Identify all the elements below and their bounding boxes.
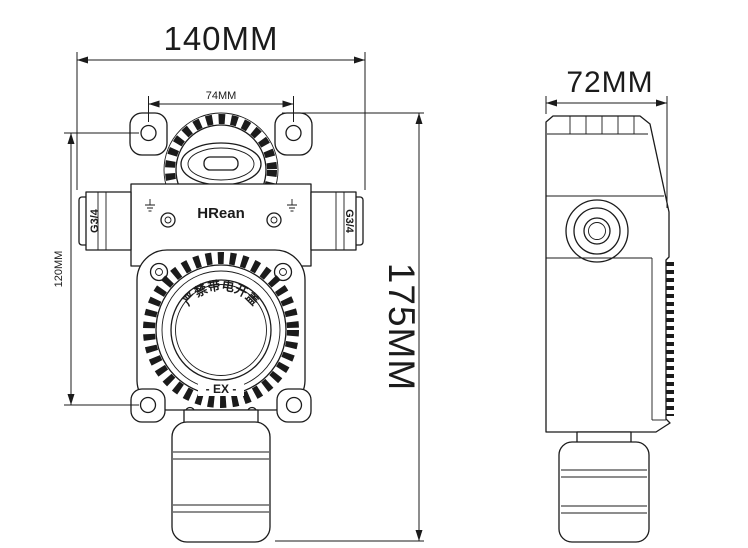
boss-ring-2 [573, 207, 621, 255]
dim-hole-spacing-vertical: 120MM [53, 132, 139, 406]
dim-overall-height-label: 175MM [381, 263, 422, 391]
window-lens [170, 279, 272, 381]
ex-tab [198, 381, 244, 396]
conduit-right-gland [310, 191, 357, 251]
thread-label-right: G3/4 [343, 209, 355, 234]
ground-symbol-right [287, 199, 297, 212]
boss-ring-3 [583, 217, 611, 245]
bolt-outer [149, 262, 169, 282]
boss-ring-4 [588, 222, 606, 240]
mount-hole-top-left [140, 124, 157, 142]
screw-inner [164, 216, 172, 224]
ground-symbol-left [145, 199, 155, 212]
dim-depth-label: 72MM [566, 66, 653, 99]
bolt-inner [155, 268, 163, 276]
ex-label: - EX - [206, 382, 237, 396]
corner-bolt-top-right [273, 262, 293, 282]
brand-label: HRean [197, 205, 245, 222]
dim-hole-spacing-h-label: 74MM [206, 90, 237, 102]
dim-depth: 72MM [545, 66, 668, 208]
mount-hole-bottom-right [285, 396, 303, 414]
sensor-stem-front [171, 409, 271, 543]
dimensions: 140MM 74MM 120MM 175MM 72MM [53, 20, 668, 542]
mount-ear-bottom-right [276, 388, 312, 423]
stem-cylinder-side [558, 441, 650, 543]
side-view [545, 115, 674, 543]
conduit-entry-left [78, 191, 132, 251]
dim-overall-height: 175MM [275, 112, 424, 542]
mount-hole-top-right [285, 124, 302, 142]
side-conduit-boss [565, 199, 629, 263]
dim-overall-width-label: 140MM [163, 20, 278, 57]
window-lens-inner [175, 284, 267, 376]
cover-screw-right [266, 212, 282, 228]
dim-overall-width: 140MM [76, 20, 366, 190]
cap-nameplate [203, 156, 239, 171]
ribbed-bezel [143, 252, 299, 408]
corner-bolt-top-left [149, 262, 169, 282]
stem-cylinder [171, 421, 271, 543]
dim-hole-spacing-horizontal: 74MM [148, 90, 294, 122]
front-view: G3/4 G3/4 HRean [78, 112, 364, 543]
mount-hole-bottom-left [139, 396, 157, 414]
conduit-left-gland [85, 191, 132, 251]
thread-label-left: G3/4 [89, 208, 101, 233]
bolt-inner [279, 268, 287, 276]
bolt-outer [273, 262, 293, 282]
screw-inner [270, 216, 278, 224]
screw-outer [266, 212, 282, 228]
sensor-stem-side [558, 431, 650, 543]
bezel-fin-ring [143, 252, 299, 408]
cap-top-face-inner [187, 147, 255, 181]
screw-outer [160, 212, 176, 228]
conduit-entry-right [310, 191, 364, 251]
cover-screw-left [160, 212, 176, 228]
side-body-outline [545, 115, 671, 433]
dim-hole-spacing-v-label: 120MM [53, 251, 65, 288]
